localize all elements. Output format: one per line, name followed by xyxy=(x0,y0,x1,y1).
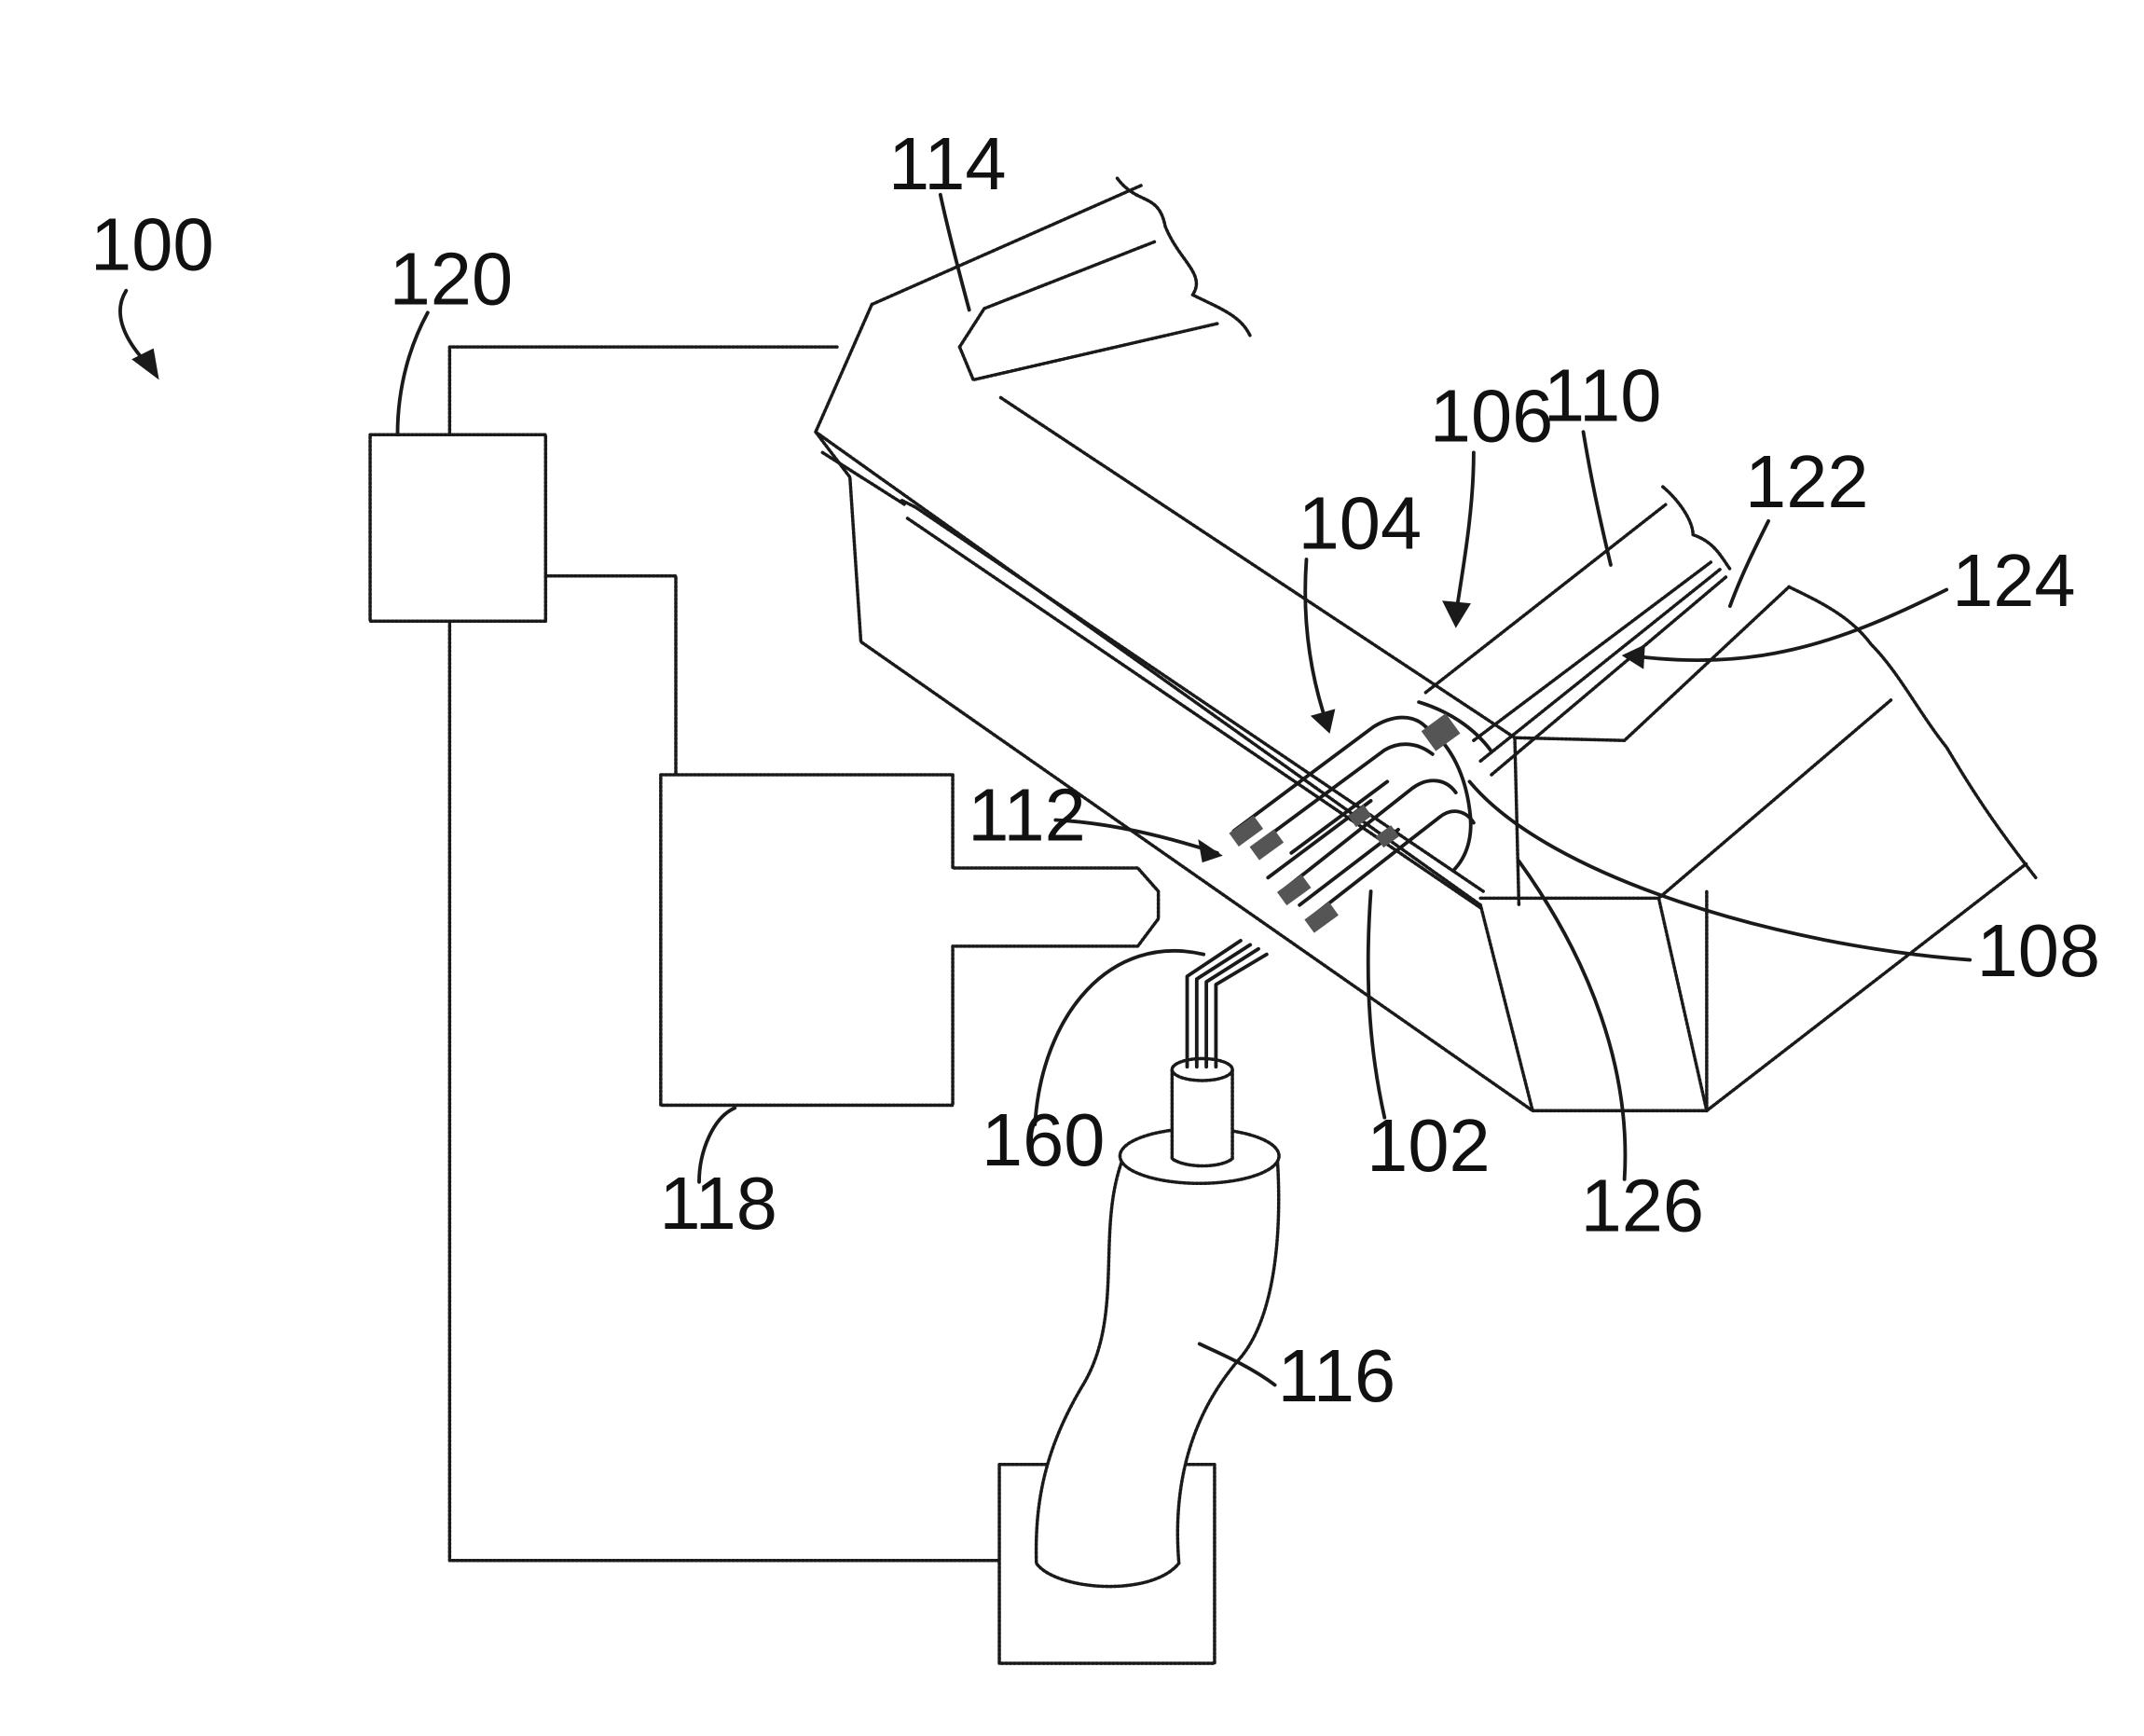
shaft-broken-end xyxy=(1663,487,1730,569)
ref-114: 114 xyxy=(888,122,1007,205)
arrow-124 xyxy=(1622,644,1645,668)
leader-120 xyxy=(397,312,427,434)
arrow-106 xyxy=(1442,600,1471,627)
probe-tip-wires xyxy=(1188,941,1267,1067)
ref-124: 124 xyxy=(1952,539,2075,622)
probe-neck xyxy=(1172,1069,1232,1165)
ref-100: 100 xyxy=(90,203,213,286)
boom-broken-end xyxy=(1118,178,1251,336)
wire-120-to-114 xyxy=(449,347,839,434)
ref-118: 118 xyxy=(659,1162,777,1245)
fork-tip-4 xyxy=(1304,902,1339,932)
arrow-104 xyxy=(1311,709,1335,733)
gripper-fork-104 xyxy=(1229,713,1473,932)
leader-114 xyxy=(941,195,969,310)
leader-104 xyxy=(1305,559,1326,723)
boom-inner-face xyxy=(822,452,904,504)
reference-numerals: 100 120 114 106 110 122 104 124 112 108 … xyxy=(90,122,2100,1417)
ref-122: 122 xyxy=(1745,440,1868,523)
shaft-outline xyxy=(1425,504,1727,775)
boom-outline xyxy=(816,186,1707,1111)
housing-lower-right xyxy=(1480,586,2036,1110)
ref-112: 112 xyxy=(968,774,1086,857)
ref-126: 126 xyxy=(1581,1164,1704,1247)
leader-126 xyxy=(1519,861,1625,1179)
ref-102: 102 xyxy=(1367,1104,1490,1187)
leader-108 xyxy=(1469,781,1970,959)
probe-body xyxy=(1037,1163,1279,1586)
probe-116 xyxy=(999,941,1279,1663)
leader-124 xyxy=(1629,589,1946,660)
ref-160: 160 xyxy=(982,1098,1105,1181)
leader-122 xyxy=(1730,521,1768,606)
circuit-wiring xyxy=(449,347,999,1561)
ref-116: 116 xyxy=(1278,1334,1396,1417)
ref-104: 104 xyxy=(1299,481,1422,564)
wire-120-to-base xyxy=(449,621,999,1560)
fork-root xyxy=(1425,727,1470,871)
ref-108: 108 xyxy=(1977,909,2100,992)
boom-assembly-114 xyxy=(816,178,2036,1110)
fork-outer-prong xyxy=(1234,718,1426,832)
controller-box-120 xyxy=(370,434,545,621)
leader-106 xyxy=(1457,452,1474,606)
leader-110 xyxy=(1584,432,1611,565)
ref-106: 106 xyxy=(1430,375,1553,458)
probe-neck-top xyxy=(1172,1058,1232,1081)
wire-120-to-118 xyxy=(545,576,676,775)
shaft-110 xyxy=(1419,487,1730,775)
ref-120: 120 xyxy=(390,238,513,321)
arrow-112 xyxy=(1198,839,1222,862)
ref-110: 110 xyxy=(1544,354,1662,437)
